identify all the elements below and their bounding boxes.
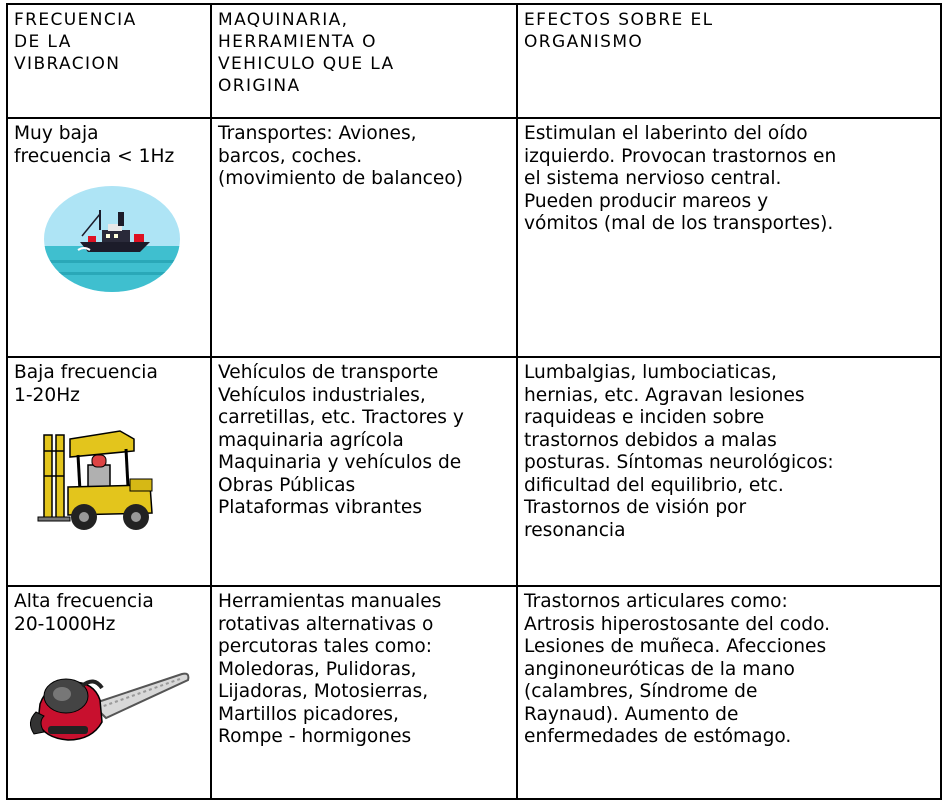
effects-line: hernias, etc. Agravan lesiones <box>524 384 805 406</box>
header-machinery-line: ORIGINA <box>218 76 301 96</box>
effects-line: Trastornos articulares como: <box>524 591 788 612</box>
effects-cell: Trastornos articulares como: Artrosis hi… <box>516 585 942 800</box>
effects-line: Raynaud). Aumento de <box>524 703 739 725</box>
frequency-line: Alta frecuencia <box>14 591 154 612</box>
effects-line: dificultad del equilibrio, etc. <box>524 474 784 496</box>
frequency-line: Muy baja <box>14 123 99 144</box>
machinery-line: Maquinaria y vehículos de <box>218 452 462 473</box>
machinery-line: Vehículos de transporte <box>218 362 439 383</box>
machinery-line: Obras Públicas <box>218 474 356 496</box>
effects-line: (calambres, Síndrome de <box>524 681 758 702</box>
effects-line: anginoneuróticas de la mano <box>524 658 795 680</box>
effects-cell: Estimulan el laberinto del oído izquierd… <box>516 117 942 358</box>
header-effects-line: ORGANISMO <box>524 32 644 52</box>
effects-line: Estimulan el laberinto del oído <box>524 123 808 144</box>
machinery-line: (movimiento de balanceo) <box>218 168 463 189</box>
machinery-line: maquinaria agrícola <box>218 429 404 451</box>
machinery-line: carretillas, etc. Tractores y <box>218 407 464 428</box>
forklift-icon <box>37 430 153 530</box>
frequency-cell: Alta frecuencia 20-1000Hz <box>6 585 212 800</box>
machinery-cell: Transportes: Aviones, barcos, coches. (m… <box>210 117 518 358</box>
frequency-cell: Muy baja frecuencia < 1Hz <box>6 117 212 358</box>
frequency-line: 1-20Hz <box>14 384 80 406</box>
table-row: Alta frecuencia 20-1000Hz Herramientas m… <box>6 585 942 800</box>
machinery-cell: Herramientas manuales rotativas alternat… <box>210 585 518 800</box>
header-machinery-line: HERRAMIENTA O <box>218 32 377 52</box>
machinery-cell: Vehículos de transporte Vehículos indust… <box>210 356 518 587</box>
vibration-table: FRECUENCIA DE LA VIBRACION MAQUINARIA, H… <box>6 3 942 800</box>
header-effects-cell: EFECTOS SOBRE EL ORGANISMO <box>516 3 942 119</box>
effects-line: vómitos (mal de los transportes). <box>524 213 834 234</box>
effects-line: raquideas e inciden sobre <box>524 407 765 428</box>
machinery-line: Herramientas manuales <box>218 591 442 612</box>
header-effects-line: EFECTOS SOBRE EL <box>524 10 714 30</box>
effects-line: posturas. Síntomas neurológicos: <box>524 452 834 473</box>
frequency-cell: Baja frecuencia 1-20Hz <box>6 356 212 587</box>
table-row: Muy baja frecuencia < 1Hz <box>6 117 942 358</box>
effects-line: izquierdo. Provocan trastornos en <box>524 145 837 167</box>
effects-line: resonancia <box>524 519 626 541</box>
machinery-line: Rompe - hormigones <box>218 726 412 747</box>
frequency-line: frecuencia < 1Hz <box>14 145 175 167</box>
machinery-line: percutoras tales como: <box>218 636 433 657</box>
header-machinery-cell: MAQUINARIA, HERRAMIENTA O VEHICULO QUE L… <box>210 3 518 119</box>
effects-line: Artrosis hiperostosante del codo. <box>524 613 831 635</box>
effects-line: trastornos debidos a malas <box>524 429 777 451</box>
machinery-line: barcos, coches. <box>218 145 363 167</box>
header-row: FRECUENCIA DE LA VIBRACION MAQUINARIA, H… <box>6 3 942 119</box>
effects-cell: Lumbalgias, lumbociaticas, hernias, etc.… <box>516 356 942 587</box>
machinery-line: Moledoras, Pulidoras, <box>218 658 417 680</box>
frequency-line: Baja frecuencia <box>14 362 158 383</box>
machinery-line: Lijadoras, Motosierras, <box>218 681 429 702</box>
header-frequency-cell: FRECUENCIA DE LA VIBRACION <box>6 3 212 119</box>
table-row: Baja frecuencia 1-20Hz <box>6 356 942 587</box>
effects-line: Trastornos de visión por <box>524 497 747 518</box>
frequency-line: 20-1000Hz <box>14 613 116 635</box>
effects-line: Pueden producir mareos y <box>524 190 769 212</box>
effects-line: enfermedades de estómago. <box>524 726 792 747</box>
machinery-line: Plataformas vibrantes <box>218 497 423 518</box>
machinery-line: Martillos picadores, <box>218 703 399 725</box>
effects-line: Lumbalgias, lumbociaticas, <box>524 362 777 383</box>
header-frequency-line: FRECUENCIA <box>14 10 137 30</box>
header-machinery-line: VEHICULO QUE LA <box>218 54 395 74</box>
machinery-line: Vehículos industriales, <box>218 384 426 406</box>
chainsaw-icon <box>30 672 190 741</box>
machinery-line: Transportes: Aviones, <box>218 123 417 144</box>
machinery-line: rotativas alternativas o <box>218 613 434 635</box>
effects-line: el sistema nervioso central. <box>524 168 782 189</box>
effects-line: Lesiones de muñeca. Afecciones <box>524 636 827 657</box>
header-frequency-line: DE LA <box>14 32 72 52</box>
ship-icon <box>44 186 180 292</box>
header-machinery-line: MAQUINARIA, <box>218 10 349 30</box>
header-frequency-line: VIBRACION <box>14 54 121 74</box>
